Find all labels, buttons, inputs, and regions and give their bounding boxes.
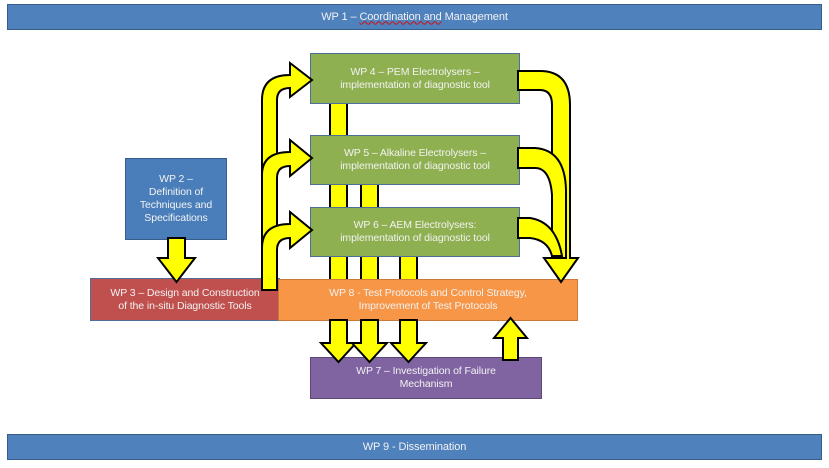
wp4-pem-electrolysers-box: WP 4 – PEM Electrolysers – implementatio… [310,53,520,104]
connector-wp4-wp5-col1 [329,102,348,137]
connector-wp6-wp8-col1 [329,255,348,281]
wp2-definition-box: WP 2 – Definition of Techniques and Spec… [125,158,227,240]
wp7-line-2: Mechanism [399,378,453,390]
wp9-label: WP 9 - Dissemination [362,440,467,453]
wp5-line-2: implementation of diagnostic tool [340,160,490,172]
connector-wp6-wp8-col2 [360,255,379,281]
wp8-line-1: WP 8 - Test Protocols and Control Strate… [329,287,527,299]
connector-wp5-wp6-col1 [329,183,348,209]
wp7-line-1: WP 7 – Investigation of Failure [356,365,496,377]
wp2-line-3: Techniques and [139,199,213,211]
wp2-line-4: Specifications [144,212,208,224]
wp6-line-1: WP 6 – AEM Electrolysers: [353,219,477,231]
wp5-line-1: WP 5 – Alkaline Electrolysers – [343,147,487,159]
wp2-line-1: WP 2 – [159,173,193,185]
wp3-design-construction-box: WP 3 – Design and Construction of the in… [90,278,280,321]
connector-wp6-wp8-col3 [399,252,418,281]
wp6-line-2: implementation of diagnostic tool [340,232,490,244]
wp1-label: WP 1 – Coordination and Management [321,10,508,23]
wp2-line-2: Definition of [148,186,204,198]
wp9-dissemination-box: WP 9 - Dissemination [7,434,822,460]
wp8-test-protocols-box: WP 8 - Test Protocols and Control Strate… [278,279,578,321]
wp3-line-2: of the in-situ Diagnostic Tools [118,299,252,312]
wp4-line-2: implementation of diagnostic tool [340,78,490,91]
wp7-failure-mechanism-box: WP 7 – Investigation of Failure Mechanis… [310,357,542,399]
wp6-aem-electrolysers-box: WP 6 – AEM Electrolysers: implementation… [310,207,520,257]
wp4-line-1: WP 4 – PEM Electrolysers – [350,65,480,78]
wp8-line-2: Improvement of Test Protocols [358,300,498,312]
wp1-coordination-management-box: WP 1 – Coordination and Management [7,4,822,30]
wp3-line-1: WP 3 – Design and Construction [110,286,260,299]
wp5-alkaline-electrolysers-box: WP 5 – Alkaline Electrolysers – implemen… [310,135,520,185]
